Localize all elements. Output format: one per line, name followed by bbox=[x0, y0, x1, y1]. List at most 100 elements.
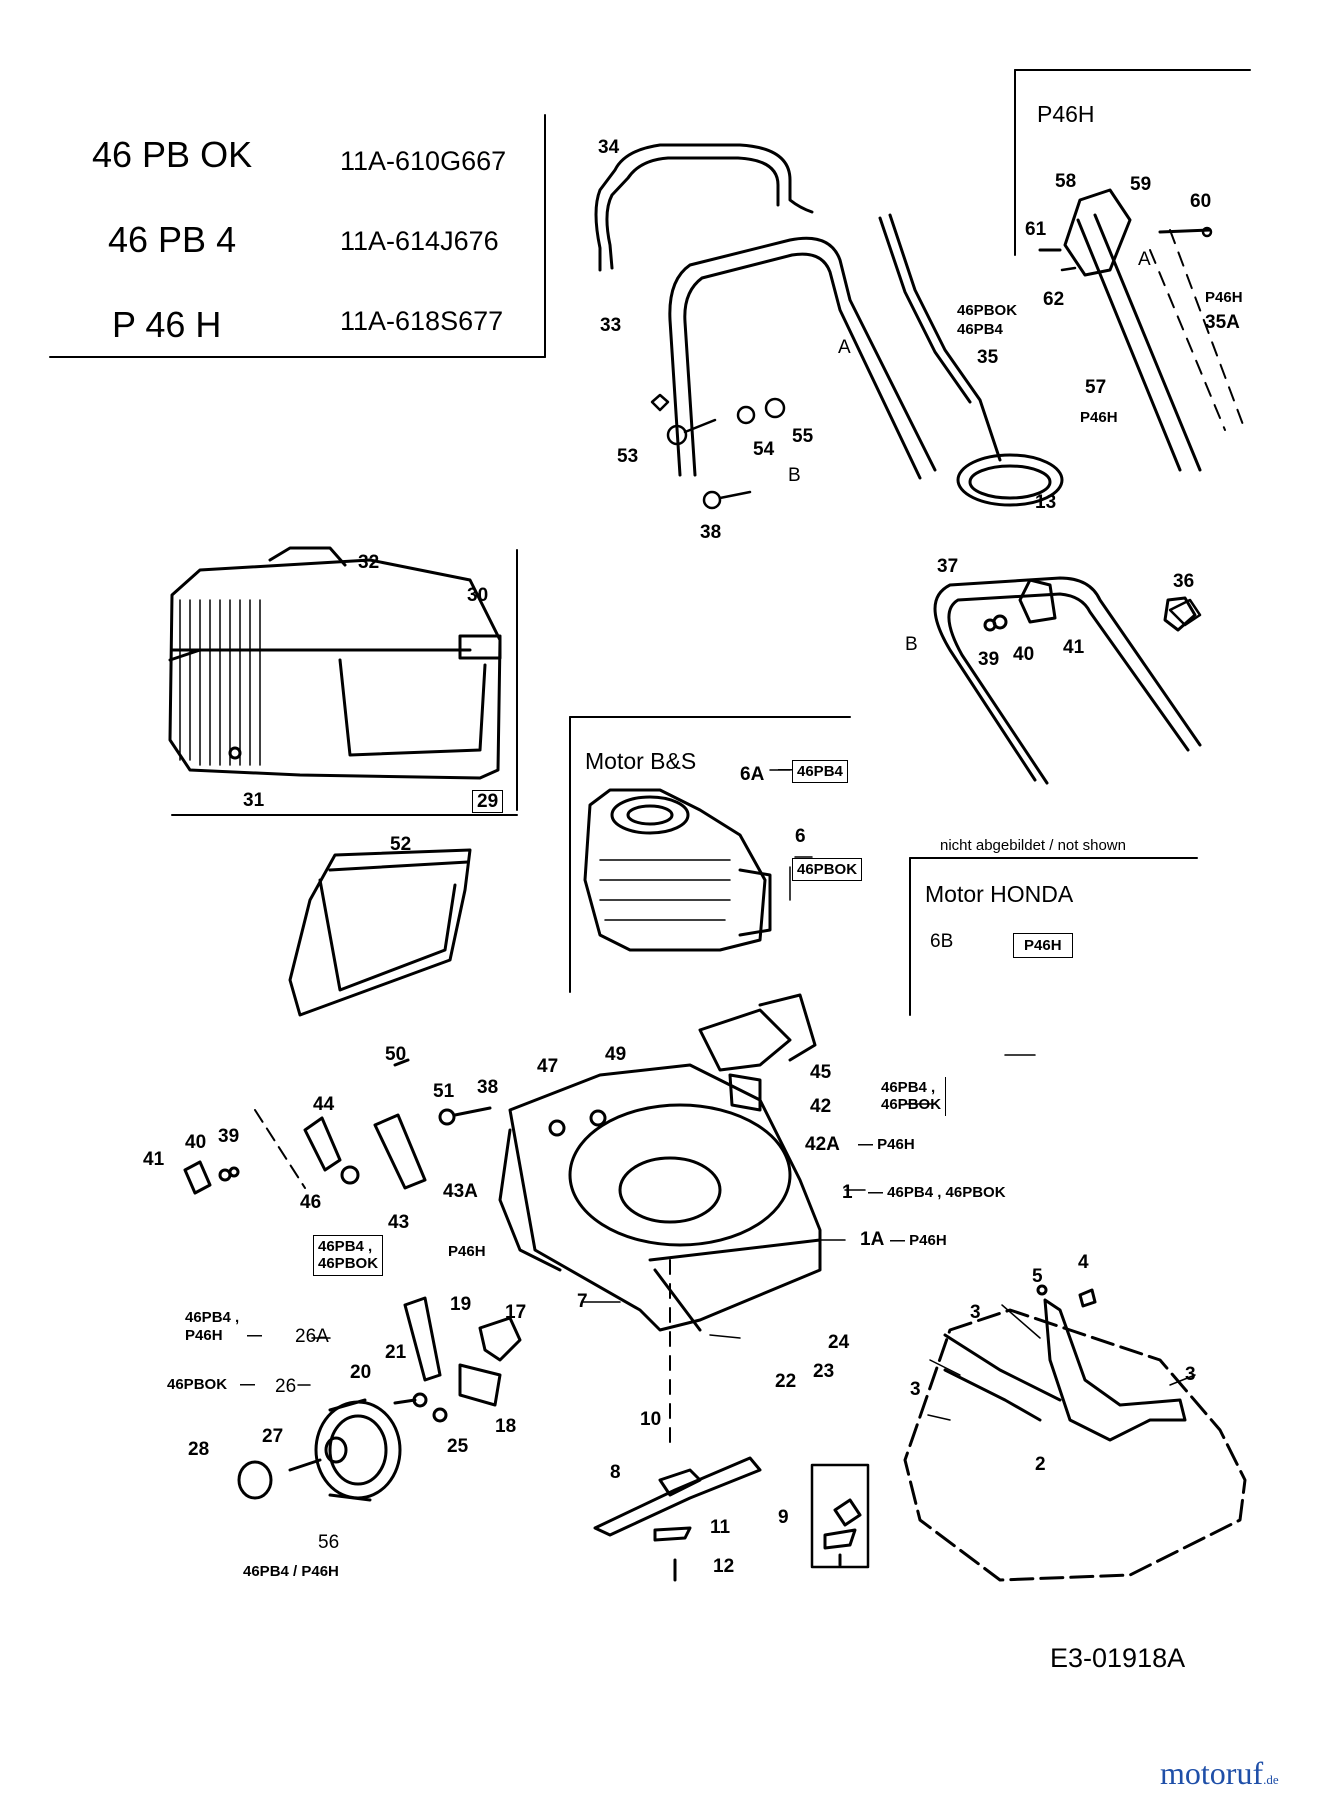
part-4: 4 bbox=[1078, 1252, 1089, 1273]
part-3-b: 3 bbox=[1185, 1364, 1196, 1385]
part-54: 54 bbox=[753, 439, 775, 460]
part-52: 52 bbox=[390, 834, 412, 855]
part-25: 25 bbox=[447, 1436, 469, 1457]
part-7: 7 bbox=[577, 1291, 588, 1312]
part-6a: 6A bbox=[740, 764, 765, 785]
label-35a-p46h: P46H bbox=[1205, 289, 1243, 306]
label-57-p46h: P46H bbox=[1080, 409, 1118, 426]
variant-box-6: 46PBOK bbox=[792, 858, 863, 882]
model-code-3: 11A-618S677 bbox=[340, 306, 504, 336]
label-1-variants: — 46PB4 , 46PBOK bbox=[868, 1184, 1006, 1201]
part-42a: 42A bbox=[805, 1134, 840, 1155]
part-13: 13 bbox=[1035, 492, 1057, 513]
part-3-a: 3 bbox=[970, 1302, 981, 1323]
part-61: 61 bbox=[1025, 219, 1047, 240]
part-31: 31 bbox=[243, 790, 265, 811]
part-60: 60 bbox=[1190, 191, 1212, 212]
cable-35 bbox=[878, 213, 1064, 507]
p46h-section-title: P46H bbox=[1037, 101, 1095, 127]
label-56-variants: 46PB4 / P46H bbox=[243, 1563, 339, 1580]
part-29: 29 bbox=[472, 790, 504, 813]
part-44: 44 bbox=[313, 1094, 335, 1115]
variant-box-6b: P46H bbox=[1013, 933, 1073, 959]
part-43a: 43A bbox=[443, 1181, 478, 1202]
part-32: 32 bbox=[358, 552, 380, 573]
variant-43-line2: 46PBOK bbox=[318, 1255, 379, 1273]
bracket-45 bbox=[698, 993, 817, 1112]
part-11: 11 bbox=[710, 1517, 731, 1538]
brackets-43-44 bbox=[183, 1058, 492, 1195]
part-19: 19 bbox=[450, 1294, 472, 1315]
label-26a-dash: — bbox=[247, 1327, 262, 1344]
part-33: 33 bbox=[600, 315, 622, 336]
part-38-mid: 38 bbox=[477, 1077, 499, 1098]
mulch-kit-2 bbox=[903, 1284, 1247, 1582]
marker-b-1: B bbox=[788, 465, 801, 486]
motor-honda-title: Motor HONDA bbox=[925, 881, 1074, 907]
deflector-52 bbox=[288, 848, 472, 1017]
part-27: 27 bbox=[262, 1426, 284, 1447]
part-21: 21 bbox=[385, 1342, 407, 1363]
label-26a-p46h: P46H bbox=[185, 1327, 223, 1344]
model-name-1: 46 PB OK bbox=[92, 134, 253, 175]
part-35a: 35A bbox=[1205, 312, 1240, 333]
label-43a-p46h: P46H bbox=[448, 1243, 486, 1260]
marker-a-2: A bbox=[1138, 249, 1151, 270]
part-26a: 26A bbox=[295, 1326, 329, 1347]
part-24: 24 bbox=[828, 1332, 850, 1353]
leader-lines bbox=[297, 769, 1196, 1421]
p46h-handle-57 bbox=[1038, 188, 1246, 472]
part-40-mid: 40 bbox=[185, 1132, 207, 1153]
part-41-mid: 41 bbox=[143, 1149, 165, 1170]
part-6: 6 bbox=[795, 826, 806, 847]
part-45: 45 bbox=[810, 1062, 832, 1083]
model-code-2: 11A-614J676 bbox=[340, 226, 499, 256]
part-1: 1 bbox=[842, 1182, 853, 1203]
part-57: 57 bbox=[1085, 377, 1107, 398]
part-9: 9 bbox=[778, 1507, 789, 1528]
variant-43-line1: 46PB4 , bbox=[318, 1238, 373, 1255]
part-5: 5 bbox=[1032, 1266, 1043, 1287]
misc-parts bbox=[1060, 226, 1213, 627]
label-26-46pbok: 46PBOK bbox=[167, 1376, 228, 1393]
label-6a-dash: — bbox=[778, 761, 793, 778]
part-53: 53 bbox=[617, 446, 639, 467]
frame-lines bbox=[49, 69, 1251, 1569]
part-37: 37 bbox=[937, 556, 959, 577]
part-3-c: 3 bbox=[910, 1379, 921, 1400]
variant-box-6a: 46PB4 bbox=[792, 760, 848, 784]
part-62: 62 bbox=[1043, 289, 1065, 310]
part-38-top: 38 bbox=[700, 522, 722, 543]
part-26: 26 bbox=[275, 1376, 297, 1397]
variant-box-43: 46PB4 , 46PBOK bbox=[313, 1235, 384, 1276]
part-34: 34 bbox=[598, 137, 620, 158]
part-12: 12 bbox=[713, 1556, 735, 1577]
part-1a: 1A bbox=[860, 1229, 885, 1250]
part-22: 22 bbox=[775, 1371, 797, 1392]
engine-bs-6 bbox=[583, 788, 772, 952]
marker-b-2: B bbox=[905, 634, 918, 655]
model-code-1: 11A-610G667 bbox=[340, 146, 507, 176]
part-10: 10 bbox=[640, 1409, 662, 1430]
part-42: 42 bbox=[810, 1096, 832, 1117]
part-58: 58 bbox=[1055, 171, 1077, 192]
part-35: 35 bbox=[977, 347, 999, 368]
part-46: 46 bbox=[300, 1192, 322, 1213]
motor-bs-title: Motor B&S bbox=[585, 748, 697, 774]
part-36: 36 bbox=[1173, 571, 1195, 592]
watermark-suffix: .de bbox=[1263, 1772, 1279, 1787]
label-42a-p46h: — P46H bbox=[858, 1136, 915, 1153]
part-41-top: 41 bbox=[1063, 637, 1085, 658]
part-23: 23 bbox=[813, 1361, 835, 1382]
fasteners-53-55 bbox=[650, 393, 786, 510]
part-39-top: 39 bbox=[978, 649, 1000, 670]
model-name-2: 46 PB 4 bbox=[108, 219, 237, 260]
part-55: 55 bbox=[792, 426, 814, 447]
grass-catcher-29 bbox=[168, 546, 502, 780]
lower-handle-37 bbox=[933, 576, 1202, 785]
part-17: 17 bbox=[505, 1302, 527, 1323]
part-39-mid: 39 bbox=[218, 1126, 240, 1147]
part-50: 50 bbox=[385, 1044, 407, 1065]
